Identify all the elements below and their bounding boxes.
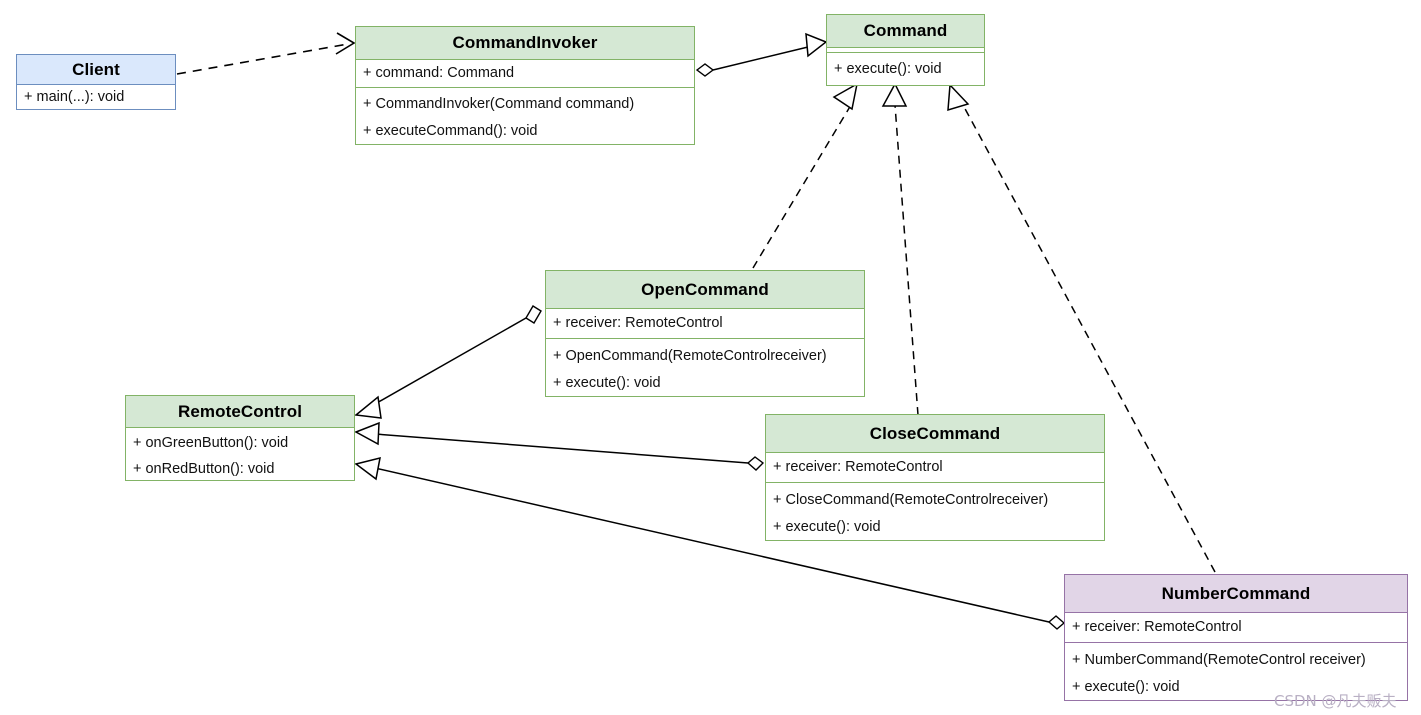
class-title-closecommand: CloseCommand [766, 415, 1104, 453]
class-title-commandinvoker: CommandInvoker [356, 27, 694, 60]
class-box-client[interactable]: Client + main(...): void [16, 54, 176, 110]
class-attributes-opencommand: + receiver: RemoteControl [546, 309, 864, 339]
member-commandinvoker-ctor: + CommandInvoker(Command command) [363, 96, 635, 112]
class-attributes-command [827, 48, 984, 53]
class-attributes-commandinvoker: + command: Command [356, 60, 694, 88]
class-box-commandinvoker[interactable]: CommandInvoker + command: Command + Comm… [355, 26, 695, 145]
class-box-opencommand[interactable]: OpenCommand + receiver: RemoteControl + … [545, 270, 865, 397]
class-title-client: Client [17, 55, 175, 85]
class-methods-commandinvoker: + CommandInvoker(Command command) + exec… [356, 88, 694, 144]
class-box-command[interactable]: Command + execute(): void [826, 14, 985, 86]
class-box-numbercommand[interactable]: NumberCommand + receiver: RemoteControl … [1064, 574, 1408, 701]
edge-closecommand-to-command [881, 82, 919, 416]
class-methods-numbercommand: + NumberCommand(RemoteControl receiver) … [1065, 643, 1407, 701]
member-commandinvoker-command: + command: Command [363, 65, 515, 82]
class-title-command: Command [827, 15, 984, 48]
member-closecommand-ctor: + CloseCommand(RemoteControlreceiver) [773, 492, 1049, 508]
member-numbercommand-receiver: + receiver: RemoteControl [1072, 619, 1242, 636]
edge-client-to-commandinvoker [176, 32, 356, 75]
member-closecommand-receiver: + receiver: RemoteControl [773, 459, 943, 476]
edge-opencommand-to-command [752, 82, 859, 269]
member-client-main: + main(...): void [24, 89, 125, 106]
member-numbercommand-ctor: + NumberCommand(RemoteControl receiver) [1072, 652, 1366, 668]
class-methods-command: + execute(): void [827, 53, 984, 85]
class-methods-remotecontrol: + onGreenButton(): void + onRedButton():… [126, 428, 354, 480]
member-opencommand-execute: + execute(): void [553, 374, 661, 391]
member-opencommand-ctor: + OpenCommand(RemoteControlreceiver) [553, 348, 827, 364]
edge-commandinvoker-to-command [695, 32, 828, 77]
class-methods-client: + main(...): void [17, 85, 175, 110]
class-box-closecommand[interactable]: CloseCommand + receiver: RemoteControl +… [765, 414, 1105, 541]
class-title-numbercommand: NumberCommand [1065, 575, 1407, 613]
class-attributes-numbercommand: + receiver: RemoteControl [1065, 613, 1407, 643]
class-attributes-closecommand: + receiver: RemoteControl [766, 453, 1104, 483]
member-numbercommand-execute: + execute(): void [1072, 678, 1180, 695]
member-remotecontrol-ongreenbutton: + onGreenButton(): void [133, 435, 289, 451]
class-box-remotecontrol[interactable]: RemoteControl + onGreenButton(): void + … [125, 395, 355, 481]
edge-opencommand-to-remotecontrol [354, 305, 542, 419]
class-methods-closecommand: + CloseCommand(RemoteControlreceiver) + … [766, 483, 1104, 541]
member-remotecontrol-onredbutton: + onRedButton(): void [133, 460, 275, 477]
member-commandinvoker-executecommand: + executeCommand(): void [363, 122, 538, 139]
class-title-remotecontrol: RemoteControl [126, 396, 354, 428]
edge-closecommand-to-remotecontrol [354, 421, 765, 471]
class-title-opencommand: OpenCommand [546, 271, 864, 309]
watermark-text: CSDN @凡夫贩夫 [1274, 692, 1397, 710]
member-opencommand-receiver: + receiver: RemoteControl [553, 315, 723, 332]
class-methods-opencommand: + OpenCommand(RemoteControlreceiver) + e… [546, 339, 864, 397]
member-closecommand-execute: + execute(): void [773, 518, 881, 535]
member-command-execute: + execute(): void [834, 60, 942, 77]
